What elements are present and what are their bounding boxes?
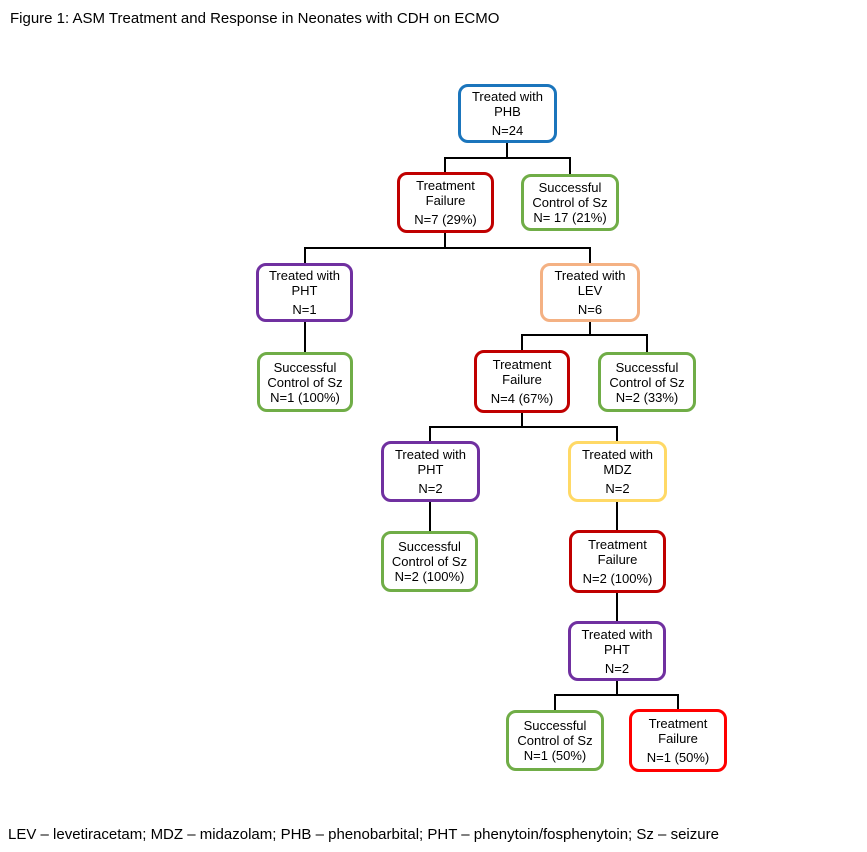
node-value: N=1 xyxy=(292,302,317,317)
node-value: N=2 (100%) xyxy=(394,569,465,584)
node-value: N=2 xyxy=(604,660,630,676)
node-value: N= 17 (21%) xyxy=(533,210,607,225)
node-treated-lev: Treated with LEV N=6 xyxy=(540,263,640,322)
node-success-pht-2: Successful Control of Sz N=2 (100%) xyxy=(381,531,478,592)
connector-line xyxy=(429,502,431,531)
connector-line xyxy=(444,157,571,159)
connector-line xyxy=(521,413,523,427)
node-label: Treated with PHT xyxy=(581,626,653,657)
node-treatment-failure-mdz: Treatment Failure N=2 (100%) xyxy=(569,530,666,593)
node-treated-pht-1: Treated with PHT N=1 xyxy=(256,263,353,322)
connector-line xyxy=(429,426,431,441)
connector-line xyxy=(569,157,571,174)
node-success-lev: Successful Control of Sz N=2 (33%) xyxy=(598,352,696,412)
connector-line xyxy=(589,322,591,336)
node-label: Treated with LEV xyxy=(554,268,626,298)
connector-line xyxy=(646,334,648,352)
node-value: N=7 (29%) xyxy=(414,212,477,227)
node-value: N=24 xyxy=(491,123,524,138)
node-label: Successful Control of Sz xyxy=(532,180,608,210)
connector-line xyxy=(616,426,618,441)
node-success-pht-3: Successful Control of Sz N=1 (50%) xyxy=(506,710,604,771)
node-value: N=4 (67%) xyxy=(490,391,554,406)
connector-line xyxy=(616,593,618,621)
node-label: Treated with MDZ xyxy=(581,447,654,477)
node-label: Treatment Failure xyxy=(648,716,708,746)
node-treated-mdz: Treated with MDZ N=2 xyxy=(568,441,667,502)
connector-line xyxy=(304,247,591,249)
node-treatment-failure-phb: Treatment Failure N=7 (29%) xyxy=(397,172,494,233)
node-label: Treated with PHB xyxy=(471,89,544,119)
node-value: N=6 xyxy=(577,302,603,317)
connector-line xyxy=(677,694,679,709)
connector-line xyxy=(506,143,508,159)
connector-line xyxy=(554,694,679,696)
connector-line xyxy=(616,502,618,530)
node-treated-phb: Treated with PHB N=24 xyxy=(458,84,557,143)
node-treated-pht-3: Treated with PHT N=2 xyxy=(568,621,666,681)
connector-line xyxy=(589,247,591,263)
node-treatment-failure-lev: Treatment Failure N=4 (67%) xyxy=(474,350,570,413)
node-label: Treated with PHT xyxy=(268,268,341,298)
node-label: Successful Control of Sz xyxy=(267,359,343,390)
connector-line xyxy=(429,426,618,428)
node-success-phb: Successful Control of Sz N= 17 (21%) xyxy=(521,174,619,231)
connector-line xyxy=(616,681,618,695)
connector-line xyxy=(554,694,556,710)
figure-title: Figure 1: ASM Treatment and Response in … xyxy=(10,10,500,27)
connector-line xyxy=(304,247,306,263)
node-value: N=2 (100%) xyxy=(582,571,653,586)
node-label: Successful Control of Sz xyxy=(609,359,685,390)
node-label: Treated with PHT xyxy=(394,447,467,477)
connector-line xyxy=(304,322,306,352)
node-value: N=1 (100%) xyxy=(270,389,340,405)
connector-line xyxy=(444,157,446,172)
node-value: N=2 xyxy=(418,481,443,496)
node-treated-pht-2: Treated with PHT N=2 xyxy=(381,441,480,502)
node-label: Treatment Failure xyxy=(588,537,647,567)
connector-line xyxy=(444,233,446,248)
node-label: Successful Control of Sz xyxy=(391,539,468,569)
node-value: N=2 xyxy=(605,481,630,496)
node-label: Successful Control of Sz xyxy=(517,718,593,748)
node-label: Treatment Failure xyxy=(416,178,475,208)
node-treatment-failure-pht-3: Treatment Failure N=1 (50%) xyxy=(629,709,727,772)
node-label: Treatment Failure xyxy=(492,357,552,387)
node-value: N=2 (33%) xyxy=(615,389,679,405)
connector-line xyxy=(521,334,523,350)
node-success-pht-1: Successful Control of Sz N=1 (100%) xyxy=(257,352,353,412)
node-value: N=1 (50%) xyxy=(523,748,587,763)
connector-line xyxy=(521,334,648,336)
node-value: N=1 (50%) xyxy=(646,750,710,765)
abbreviation-key: LEV – levetiracetam; MDZ – midazolam; PH… xyxy=(8,826,719,843)
